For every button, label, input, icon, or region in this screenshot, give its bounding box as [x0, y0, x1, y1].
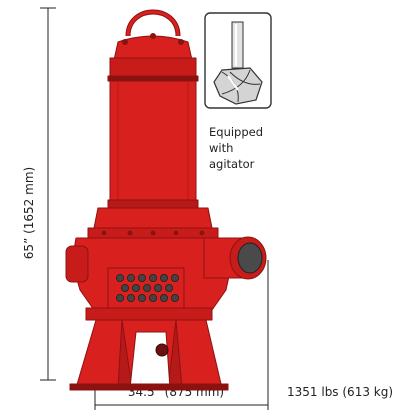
inset-caption-line1: Equipped [209, 125, 263, 139]
stand-opening [129, 331, 171, 389]
agitator-icon [213, 21, 263, 105]
cap-bolts [122, 33, 184, 45]
seal-housing [93, 207, 213, 229]
height-label: 65” (1652 mm) [22, 167, 36, 259]
pump-illustration [65, 9, 267, 391]
inset-caption-line3: agitator [209, 157, 255, 171]
lifting-handle [125, 9, 181, 37]
weight-label: 1351 lbs (613 kg) [287, 385, 393, 399]
inset-caption-line2: with [209, 141, 233, 155]
motor-body [109, 80, 197, 202]
top-cap [113, 35, 193, 61]
agitator-inset [204, 12, 272, 109]
height-dimension [40, 7, 56, 381]
agitator-hub [155, 343, 169, 357]
strainer-holes [116, 273, 179, 302]
